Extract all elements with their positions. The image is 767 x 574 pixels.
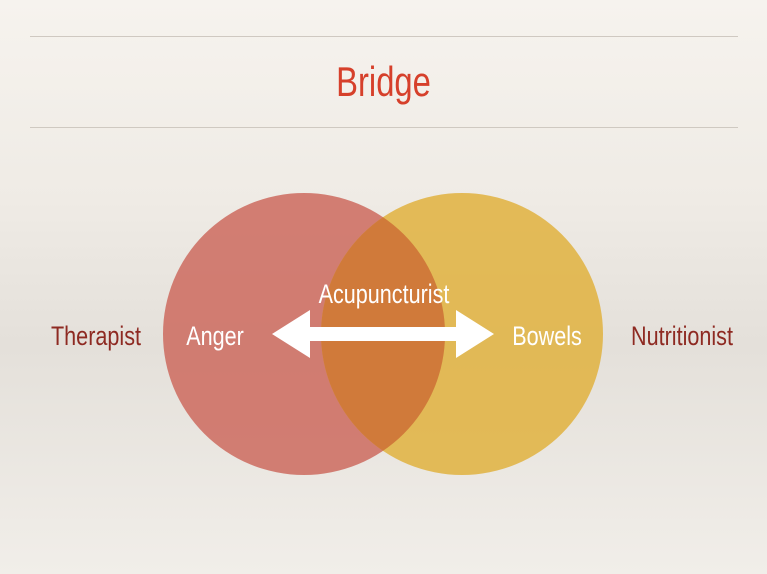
overlap-region	[321, 193, 445, 475]
double-arrow-icon	[272, 310, 494, 358]
center-label: Acupuncturist	[319, 280, 450, 310]
left-circle-label: Anger	[186, 322, 244, 352]
right-outer-label: Nutritionist	[631, 322, 733, 352]
top-divider	[30, 36, 738, 37]
right-circle-label: Bowels	[512, 322, 582, 352]
slide-title: Bridge	[336, 58, 431, 105]
left-outer-label: Therapist	[51, 322, 141, 352]
bottom-divider	[30, 127, 738, 128]
